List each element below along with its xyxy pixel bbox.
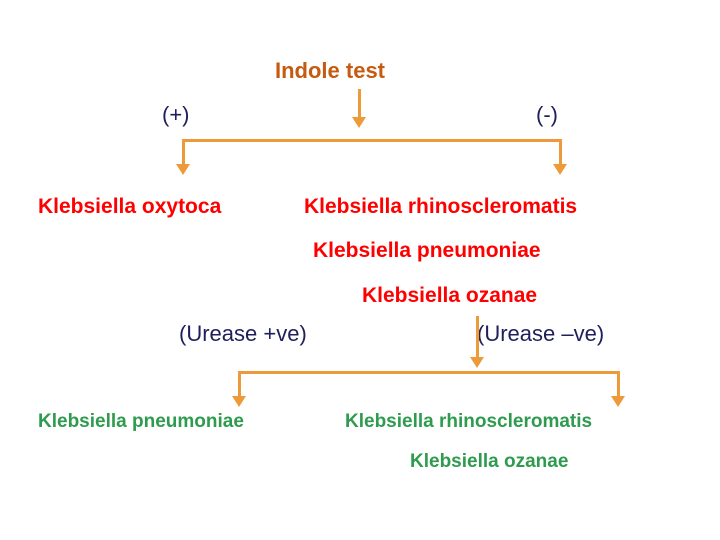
indole-right-stem: [559, 139, 562, 166]
urease-left-stem: [238, 371, 241, 398]
indole-positive-species-1: Klebsiella oxytoca: [38, 195, 222, 218]
indole-positive-label: (+): [162, 102, 190, 127]
diagram-title: Indole test: [275, 58, 386, 83]
indole-negative-species-3: Klebsiella ozanae: [362, 284, 538, 307]
urease-arrow-head: [470, 357, 484, 368]
urease-split-bar: [238, 371, 620, 374]
urease-left-arrow-head: [232, 396, 246, 407]
urease-negative-label: (Urease –ve): [477, 321, 605, 346]
urease-negative-species-1: Klebsiella rhinoscleromatis: [345, 411, 593, 432]
indole-negative-label: (-): [536, 102, 558, 127]
indole-negative-species-2: Klebsiella pneumoniae: [313, 239, 541, 262]
urease-right-stem: [617, 371, 620, 398]
urease-right-arrow-head: [611, 396, 625, 407]
title-arrow-head: [352, 117, 366, 128]
indole-left-stem: [182, 139, 185, 166]
urease-positive-label: (Urease +ve): [179, 321, 307, 346]
indole-right-arrow-head: [553, 164, 567, 175]
indole-left-arrow-head: [176, 164, 190, 175]
urease-positive-species-1: Klebsiella pneumoniae: [38, 411, 244, 432]
indole-split-bar: [182, 139, 562, 142]
indole-negative-species-1: Klebsiella rhinoscleromatis: [304, 195, 578, 218]
urease-arrow-stem: [476, 316, 479, 359]
title-arrow-stem: [358, 89, 361, 119]
urease-negative-species-2: Klebsiella ozanae: [410, 451, 569, 472]
